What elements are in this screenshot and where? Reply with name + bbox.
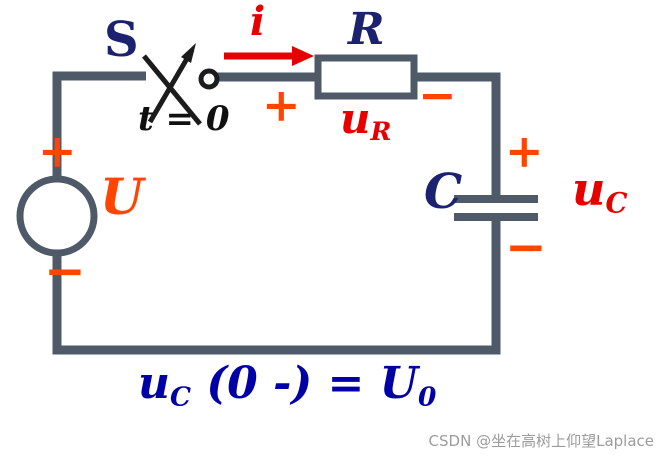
switch-pivot: [198, 68, 220, 90]
resistor-label: R: [348, 4, 385, 55]
resistor-voltage-base: u: [340, 94, 371, 143]
source-label: U: [100, 167, 144, 226]
wire-top-right: [414, 72, 501, 199]
current-label: i: [250, 0, 266, 45]
capacitor-voltage-sub: C: [605, 186, 628, 220]
equation-rhs-sub: 0: [418, 381, 437, 413]
current-arrowhead-icon: [292, 46, 314, 66]
source-minus-sign: −: [44, 241, 86, 300]
switch-time-label: t = 0: [138, 99, 230, 139]
capacitor-voltage-base: u: [572, 162, 606, 216]
switch-label: S: [104, 12, 139, 68]
watermark-text: CSDN @坐在高树上仰望Laplace: [428, 432, 654, 450]
equation-rhs-base: U: [379, 358, 419, 409]
capacitor-minus-sign: −: [505, 217, 547, 276]
voltage-source-symbol: [16, 175, 98, 257]
capacitor-voltage-label: uC: [572, 166, 627, 217]
resistor-voltage-sub: R: [370, 116, 392, 147]
wire-bottom-right: [52, 217, 501, 355]
equation-mid: (0 -) =: [191, 358, 380, 409]
capacitor-label: C: [424, 164, 463, 220]
wire-top-left: [52, 71, 146, 179]
resistor-minus-sign: −: [418, 68, 457, 122]
capacitor-plus-sign: +: [505, 124, 544, 178]
equation-lhs-sub: C: [170, 381, 192, 413]
resistor-symbol: [314, 54, 418, 100]
resistor-plus-sign: +: [262, 78, 301, 132]
switch-blade: [142, 54, 202, 126]
initial-condition-equation: uC (0 -) = U0: [138, 362, 436, 411]
switch-motion-line: [147, 48, 195, 124]
equation-lhs-base: u: [138, 358, 170, 409]
source-plus-sign: +: [38, 124, 77, 178]
switch-arrowhead-icon: [181, 43, 196, 63]
resistor-voltage-label: uR: [340, 98, 391, 144]
